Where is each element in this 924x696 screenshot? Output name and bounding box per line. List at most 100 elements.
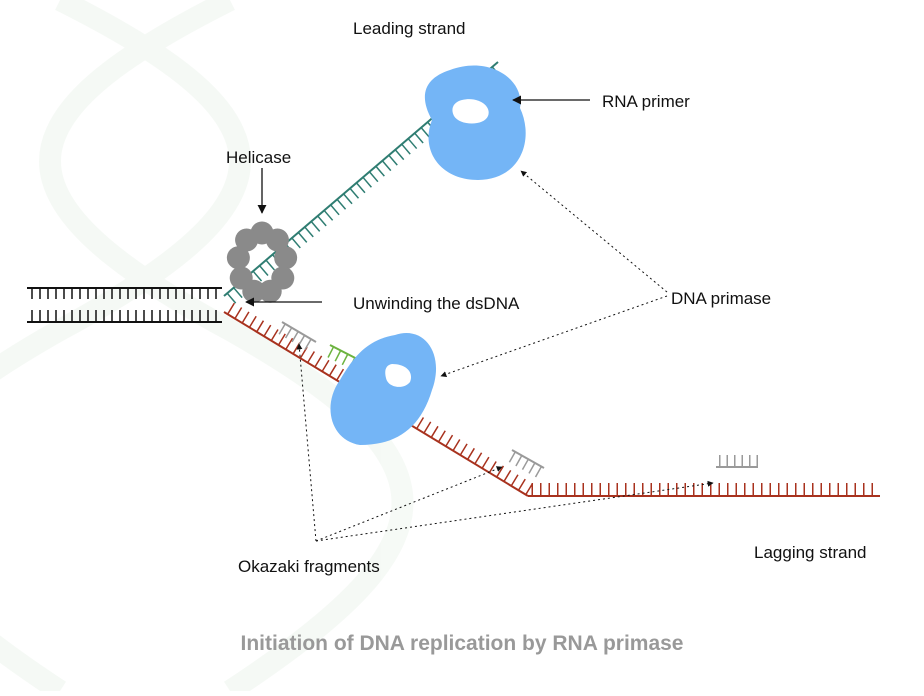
rna-primer-label: RNA primer [602,92,690,111]
lagging-diag-tooth [416,417,425,430]
lagging-diag-tooth [445,434,454,447]
okazaki-1-tooth [278,323,286,335]
leading-tooth [252,270,263,282]
primer-lagging-tooth [327,346,335,358]
parental-dsdna [27,287,222,323]
helicase-subunit [235,228,259,252]
leading-tooth [420,127,431,139]
leading-tooth [414,132,424,144]
leading-tooth [401,143,411,155]
lagging-diag-tooth [503,469,512,482]
lagging-diag-tooth [510,474,519,487]
okazaki-fragments-label: Okazaki fragments [238,557,380,576]
helicase-subunit [258,279,282,303]
helicase-subunit [265,228,289,252]
lagging-diag-tooth [306,351,315,364]
leading-tooth [394,149,405,161]
primase-lagging-pocket [385,364,412,387]
lagging-diag-tooth [226,302,236,315]
primase-pointer-top [520,170,668,293]
okazaki-2-tooth [521,458,529,471]
leading-strand-label: Leading strand [353,19,466,38]
lagging-diag-tooth [241,311,250,324]
okazaki-2-tooth [528,462,536,474]
okazaki-1-backbone [281,321,317,343]
figure-caption: Initiation of DNA replication by RNA pri… [240,632,684,655]
lagging-diag-tooth [488,461,497,474]
lagging-diag-tooth [270,329,279,341]
okazaki-1-tooth [304,338,312,350]
lagging-diag-tooth [437,430,446,443]
lagging-diag-tooth [277,333,286,346]
okazaki-1-tooth [291,331,299,343]
watermark-strand-a [0,0,251,696]
leading-tooth [233,287,243,299]
lagging-diag-tooth [234,307,243,319]
dotted-pointers [296,170,714,542]
lagging-diag-tooth [466,447,475,460]
leading-tooth [226,292,237,304]
lagging-diag-tooth [314,355,323,368]
lagging-strand-label: Lagging strand [754,543,867,562]
okazaki-1-tooth [297,334,306,347]
dna-primase-label: DNA primase [671,289,772,308]
leading-tooth [381,160,392,172]
leading-tooth [349,187,360,199]
lagging-diag-tooth [452,439,461,452]
lagging-diag-tooth [423,421,432,434]
okazaki-pointer-3 [315,480,714,542]
lagging-diag-tooth [525,483,534,496]
primer-lagging-tooth [341,353,349,366]
leading-tooth [375,165,385,177]
leading-tooth [362,176,372,188]
leading-tooth [317,215,327,227]
dna-primase-leading [424,65,526,180]
lagging-diag-tooth [481,456,490,469]
helicase-subunit [229,266,253,290]
helicase-subunit [274,246,298,270]
leading-tooth [407,138,418,150]
lagging-diag-tooth [459,443,468,456]
lagging-diag-tooth [285,337,294,350]
lagging-diag-tooth [256,320,265,333]
leading-tooth [258,265,269,277]
lagging-diag-tooth [263,324,272,337]
lagging-diag-tooth [430,425,439,438]
okazaki-pointer-2 [315,466,503,542]
helicase-ring [226,221,298,303]
lagging-diag-tooth [321,359,330,372]
leading-tooth [355,182,366,194]
leading-tooth [291,237,301,249]
lagging-diag-tooth [328,364,337,377]
leading-tooth [310,220,321,232]
primase-leading-pocket [452,99,489,124]
parental-base-pairs [31,288,217,322]
lagging-diag-tooth [474,452,483,465]
helicase-subunit [226,246,250,270]
leading-tooth [297,232,308,243]
primase-lagging-body [330,333,437,445]
okazaki-2-tooth [515,455,523,467]
okazaki-2-backbone [511,449,545,469]
okazaki-2-tooth [508,451,516,463]
okazaki-2-tooth [534,466,543,478]
leading-tooth [368,171,379,183]
primer-lagging-tooth [334,350,342,362]
dna-primase-lagging [330,333,437,445]
leading-tooth [343,193,353,205]
helicase-label: Helicase [226,148,292,167]
watermark-strand-b [39,0,414,696]
dna-watermark [0,0,414,696]
unwinding-label: Unwinding the dsDNA [353,294,520,313]
leading-tooth [388,154,398,166]
leading-tooth [330,204,340,216]
leading-tooth [304,226,314,238]
lagging-diag-tooth [248,315,257,328]
okazaki-fragments-shapes [278,321,758,478]
lagging-diag-tooth [336,368,345,381]
lagging-diag-tooth [496,465,505,478]
leading-tooth [336,198,347,210]
leading-tooth [323,209,334,221]
